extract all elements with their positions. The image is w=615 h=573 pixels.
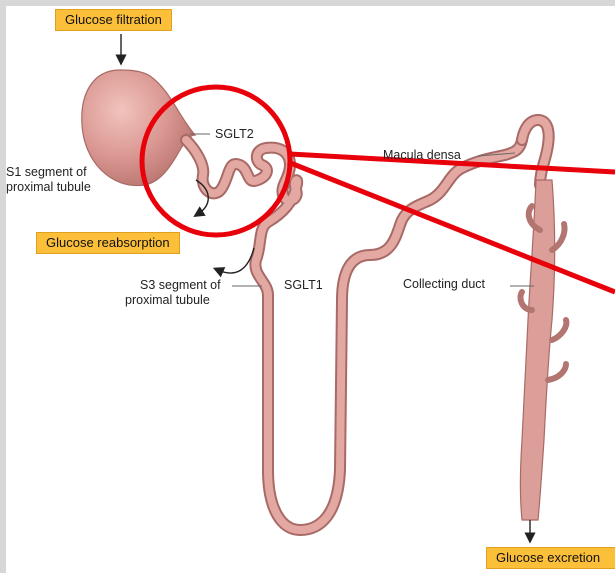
s1-label-line1: S1 segment of [6,165,87,180]
s3-label-line1: S3 segment of [140,278,221,293]
s1-label-line2: proximal tubule [6,180,91,195]
collecting-duct-label: Collecting duct [403,277,485,292]
s3-reabsorption-arrow [218,248,254,273]
sglt2-label: SGLT2 [215,127,254,142]
bowman-capsule [82,70,195,186]
glucose-filtration-box: Glucose filtration [55,9,172,31]
glucose-reabsorption-box: Glucose reabsorption [36,232,180,254]
macula-densa-label: Macula densa [383,148,461,163]
duct-branch [548,364,566,380]
glucose-excretion-box: Glucose excretion [486,547,615,569]
s3-label-line2: proximal tubule [125,293,210,308]
proximal-tubule-outline [186,140,522,530]
duct-branch [552,320,566,340]
proximal-tubule-fill [186,140,522,530]
sglt1-label: SGLT1 [284,278,323,293]
